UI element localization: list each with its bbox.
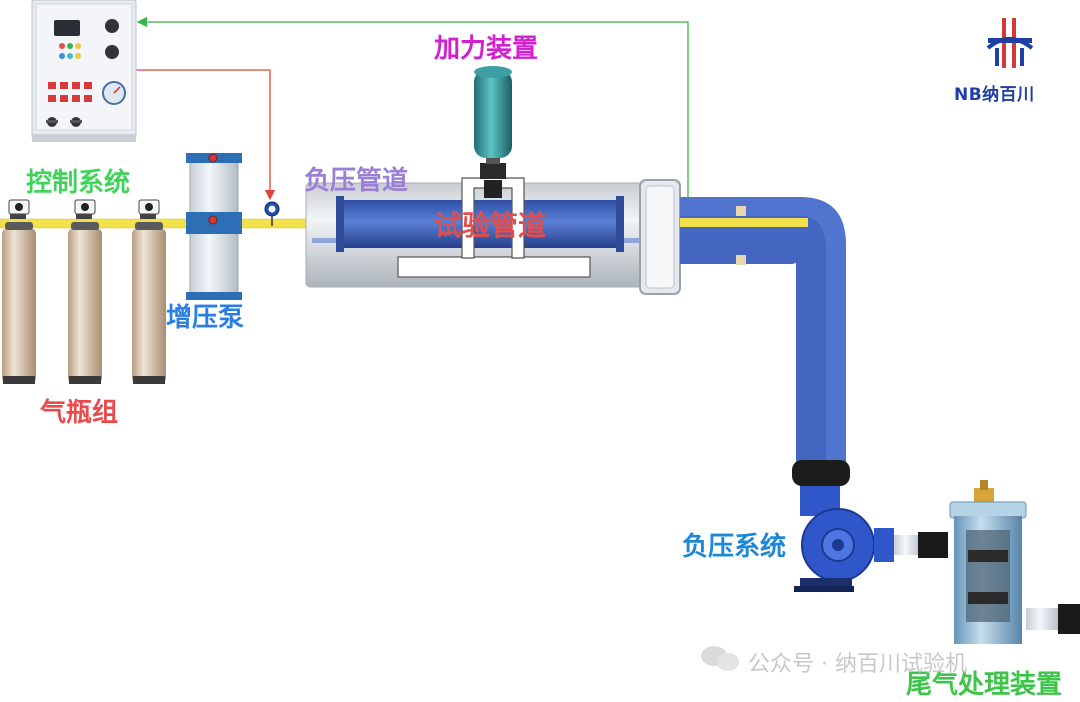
feedback-signal-line	[136, 16, 689, 200]
label-pressurizing-device: 加力装置	[434, 34, 539, 64]
label-negative-pressure-pipe: 负压管道	[304, 166, 409, 196]
control-signal-line	[136, 69, 276, 201]
control-cabinet	[31, 0, 137, 142]
gas-line-left	[0, 218, 341, 229]
label-test-pipe: 试验管道	[434, 209, 547, 242]
pressurizing-device	[461, 66, 525, 259]
label-negative-pressure-system: 负压系统	[682, 532, 787, 562]
pressure-gauge-inlet	[264, 201, 280, 226]
label-gas-cylinder-group: 气瓶组	[40, 398, 119, 428]
exhaust-treatment-device	[949, 480, 1080, 644]
label-control-system: 控制系统	[26, 168, 131, 198]
brand-logo	[986, 18, 1034, 68]
booster-pump	[186, 153, 242, 300]
vessel-end-cap	[639, 179, 681, 295]
brand-logo-text: NB纳百川	[954, 85, 1035, 105]
label-booster-pump: 增压泵	[166, 303, 245, 333]
vacuum-pump	[792, 460, 894, 592]
test-pipe	[312, 196, 642, 252]
negative-pressure-main-pipe	[680, 197, 846, 462]
exhaust-connector	[894, 532, 948, 558]
label-exhaust-treatment: 尾气处理装置	[906, 670, 1063, 700]
wechat-watermark-icon	[701, 646, 739, 671]
watermark-text: 公众号 · 纳百川试验机	[748, 652, 967, 677]
gas-cylinders	[2, 199, 166, 384]
